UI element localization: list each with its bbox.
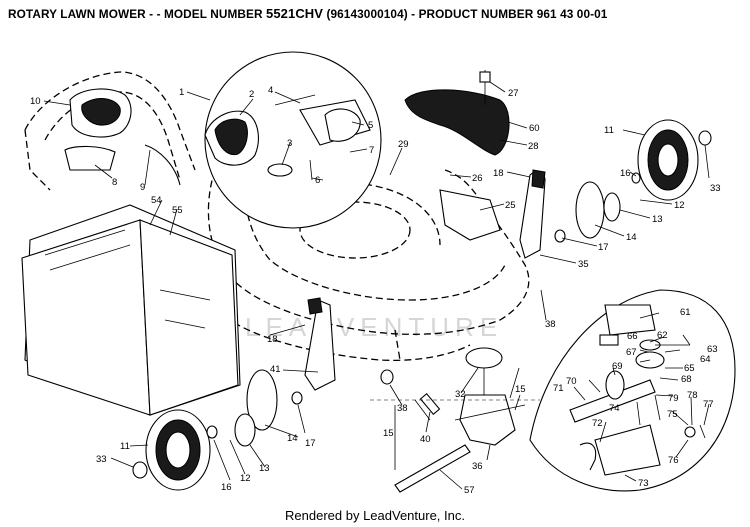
callout-4: 4 — [268, 85, 273, 96]
callout-13-left: 13 — [259, 463, 270, 474]
callout-77: 77 — [703, 399, 714, 410]
inset-gearbox — [529, 289, 736, 492]
callout-7: 7 — [369, 145, 374, 156]
callout-71: 71 — [553, 383, 564, 394]
callout-5: 5 — [368, 120, 373, 131]
callout-14-right: 14 — [626, 232, 637, 243]
callout-35: 35 — [578, 259, 589, 270]
wheel-rear-right — [637, 119, 712, 201]
callout-41: 41 — [270, 364, 281, 375]
callout-27: 27 — [508, 88, 519, 99]
callout-17-right: 17 — [598, 242, 609, 253]
callout-61: 61 — [680, 307, 691, 318]
callout-73: 73 — [638, 478, 649, 489]
callout-17-left: 17 — [305, 438, 316, 449]
callout-18-left: 18 — [267, 334, 278, 345]
callout-54: 54 — [151, 195, 162, 206]
callout-63: 63 — [707, 344, 718, 355]
title-prefix: ROTARY LAWN MOWER - - MODEL NUMBER — [8, 7, 266, 21]
handle-grip — [64, 88, 132, 171]
callout-10: 10 — [30, 96, 41, 107]
callout-3: 3 — [287, 138, 292, 149]
transmission-assembly — [414, 347, 526, 446]
callout-67: 67 — [626, 347, 637, 358]
callout-12-left: 12 — [240, 473, 251, 484]
inset-handle-parts — [204, 51, 382, 229]
callout-14-left: 14 — [287, 433, 298, 444]
callout-9: 9 — [140, 182, 145, 193]
watermark: LEADVENTURE — [245, 312, 504, 342]
callout-70: 70 — [566, 376, 577, 387]
callout-32: 32 — [455, 389, 466, 400]
callout-28: 28 — [528, 141, 539, 152]
callout-33-left: 33 — [96, 454, 107, 465]
title-model-number: 5521CHV — [266, 6, 324, 21]
callout-16-right: 16 — [620, 168, 631, 179]
callout-74: 74 — [609, 403, 620, 414]
callout-6: 6 — [315, 175, 320, 186]
wheel-front-left — [132, 409, 211, 491]
callout-69: 69 — [612, 361, 623, 372]
title-product-number: (96143000104) - PRODUCT NUMBER 961 43 00… — [323, 7, 608, 21]
callout-33-right: 33 — [710, 183, 721, 194]
drive-shafts — [370, 399, 540, 493]
callout-60: 60 — [529, 123, 540, 134]
callout-2: 2 — [249, 89, 254, 100]
callout-55: 57 — [464, 485, 475, 496]
callout-57: 55 — [172, 205, 183, 216]
callout-18-right: 18 — [493, 168, 504, 179]
callout-12-right: 12 — [674, 200, 685, 211]
callout-15-left: 15 — [383, 428, 394, 439]
diagram-title: ROTARY LAWN MOWER - - MODEL NUMBER 5521C… — [8, 6, 744, 21]
callout-64: 64 — [700, 354, 711, 365]
callout-38-right: 38 — [545, 319, 556, 330]
callout-38-left: 38 — [397, 403, 408, 414]
rear-flap — [404, 70, 510, 156]
footer-credit: Rendered by LeadVenture, Inc. — [285, 508, 465, 523]
callout-13-right: 13 — [652, 214, 663, 225]
callout-11-left: 11 — [120, 441, 130, 452]
callout-75: 75 — [667, 409, 678, 420]
callout-labels: 1 2 3 4 5 6 7 8 9 10 11 11 12 12 13 13 1… — [30, 85, 721, 496]
callout-25: 25 — [505, 200, 516, 211]
callout-65: 65 — [684, 363, 695, 374]
callout-68: 68 — [681, 374, 692, 385]
callout-8: 8 — [112, 177, 117, 188]
callout-72: 72 — [592, 418, 603, 429]
callout-66: 66 — [627, 331, 638, 342]
callout-16-left: 16 — [221, 482, 232, 493]
callout-62: 62 — [657, 330, 668, 341]
callout-11-right: 11 — [604, 125, 614, 136]
callout-78: 78 — [687, 390, 698, 401]
leader-lines — [43, 81, 710, 490]
left-drive-parts — [206, 297, 394, 447]
callout-40: 40 — [420, 434, 431, 445]
callout-15-right: 15 — [515, 384, 526, 395]
callout-79: 79 — [668, 393, 679, 404]
callout-1: 1 — [179, 87, 184, 98]
callout-36: 36 — [472, 461, 483, 472]
grass-catcher-bag — [21, 204, 241, 416]
callout-26: 26 — [472, 173, 483, 184]
handle-assembly — [24, 71, 196, 191]
callout-76: 76 — [668, 455, 679, 466]
callout-29: 29 — [398, 139, 409, 150]
right-drive-parts — [439, 169, 641, 259]
